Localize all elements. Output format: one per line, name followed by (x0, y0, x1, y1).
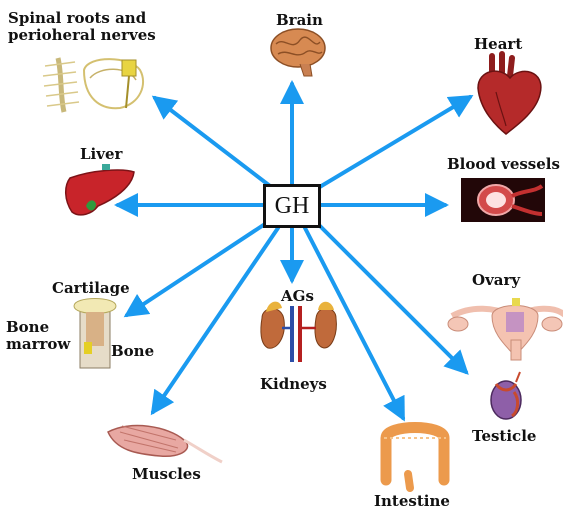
muscle-icon (108, 426, 222, 462)
label-bone: Bone (111, 343, 154, 360)
kidneys-adrenal-icon (261, 302, 336, 362)
ovary-uterus-icon (448, 298, 563, 360)
arrow-heart (318, 97, 470, 188)
label-brain: Brain (276, 12, 323, 29)
testicle-icon (491, 372, 521, 419)
label-ags: AGs (281, 288, 314, 305)
label-intestine: Intestine (374, 493, 450, 510)
gh-label: GH (275, 193, 310, 220)
label-blood-vessels: Blood vessels (447, 156, 560, 173)
brain-icon (271, 29, 325, 76)
label-kidneys: Kidneys (260, 376, 327, 393)
label-muscles: Muscles (132, 466, 201, 483)
label-spinal-roots: Spinal roots and perioheral nerves (8, 10, 178, 44)
gh-box: GH (263, 184, 321, 228)
intestine-icon (384, 428, 446, 489)
heart-icon (478, 54, 541, 134)
label-cartilage: Cartilage (52, 280, 130, 297)
nerve-roots-icon (43, 58, 143, 112)
arrow-cartilage (127, 222, 268, 315)
label-liver: Liver (80, 146, 122, 163)
blood-vessel-icon (461, 178, 545, 222)
label-bone-marrow: Bone marrow (6, 319, 82, 353)
label-testicle: Testicle (472, 428, 536, 445)
arrow-spinal (155, 98, 270, 186)
liver-icon (66, 164, 134, 215)
label-ovary: Ovary (472, 272, 520, 289)
label-heart: Heart (474, 36, 522, 53)
